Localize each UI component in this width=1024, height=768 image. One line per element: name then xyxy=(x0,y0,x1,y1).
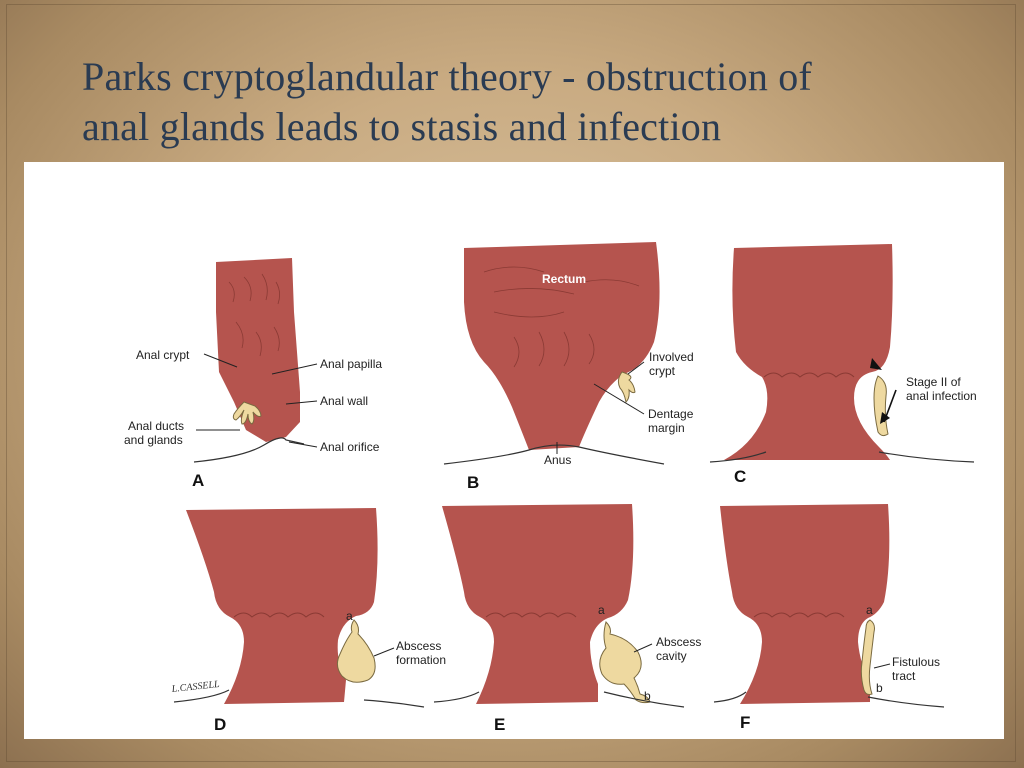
slide-frame xyxy=(6,4,1016,762)
slide-title-line-2: anal glands leads to stasis and infectio… xyxy=(82,104,722,149)
panel-d-label-formation: formation xyxy=(396,653,446,667)
panel-c: Stage II of anal infection C xyxy=(709,244,977,486)
panel-f-letter: F xyxy=(740,713,750,732)
panel-b-label-rectum: Rectum xyxy=(542,272,586,286)
panel-b-letter: B xyxy=(467,473,479,492)
panel-c-label-infection: anal infection xyxy=(906,389,977,403)
panel-b-label-crypt: crypt xyxy=(649,364,676,378)
panel-f-label-tract: tract xyxy=(892,669,916,683)
panel-d-label-abscess: Abscess xyxy=(396,639,441,653)
panel-a-skin-line xyxy=(193,437,305,463)
panel-a: Anal crypt Anal papilla Anal wall Anal d… xyxy=(124,258,382,490)
panel-e-skin-line xyxy=(433,691,685,708)
anal-gland-diagram: Anal crypt Anal papilla Anal wall Anal d… xyxy=(24,162,1004,739)
panel-d-signature: L.CASSELL xyxy=(170,679,220,695)
panel-b-rectum-texture xyxy=(483,266,640,368)
panel-a-label-anal-crypt: Anal crypt xyxy=(136,348,190,362)
panel-e-letter: E xyxy=(494,715,505,734)
panel-c-letter: C xyxy=(734,467,746,486)
panel-a-label-and-glands: and glands xyxy=(124,433,183,447)
panel-a-label-anal-ducts: Anal ducts xyxy=(128,419,184,433)
panel-b-label-anus: Anus xyxy=(544,453,571,467)
panel-d-abscess xyxy=(336,619,376,683)
panel-d-letter: D xyxy=(214,715,226,734)
panel-c-skin-line xyxy=(709,451,975,463)
panel-c-label-stage: Stage II of xyxy=(906,375,961,389)
panel-b-label-dentate: Dentage xyxy=(648,407,694,421)
panel-c-rectum-tissue xyxy=(724,244,893,460)
panel-c-arrow-top-icon xyxy=(870,358,882,370)
panel-a-label-anal-orifice: Anal orifice xyxy=(320,440,380,454)
slide-title-line-1: Parks cryptoglandular theory - obstructi… xyxy=(82,54,812,99)
panel-c-infected-gland xyxy=(873,375,889,437)
panel-b-rectum-tissue xyxy=(464,242,660,450)
panel-f-label-b: b xyxy=(876,681,883,695)
panel-a-anal-wall-tissue xyxy=(216,258,300,442)
panel-f-label-fistulous: Fistulous xyxy=(892,655,940,669)
panel-a-wall-texture xyxy=(228,273,280,357)
panel-a-anal-glands xyxy=(232,401,262,425)
panel-c-arrow-bottom-icon xyxy=(880,412,890,424)
panel-f-skin-line xyxy=(713,691,945,708)
panel-b-label-margin: margin xyxy=(648,421,685,435)
panel-e-label-abscess: Abscess xyxy=(656,635,701,649)
panel-b-involved-crypt-gland xyxy=(617,371,636,404)
panel-f-fistulous-tract xyxy=(860,619,875,695)
panel-e: a b Abscess cavity E xyxy=(433,504,701,734)
panel-e-rectum-tissue xyxy=(442,504,634,704)
panel-d-label-a: a xyxy=(346,609,353,623)
slide-title: Parks cryptoglandular theory - obstructi… xyxy=(82,52,982,152)
panel-e-label-a: a xyxy=(598,603,605,617)
panel-f: a b Fistulous tract F xyxy=(713,504,945,732)
panel-b: Rectum Involved crypt Dentage margin Anu… xyxy=(443,242,694,492)
panel-e-label-cavity: cavity xyxy=(656,649,687,663)
panel-e-label-b: b xyxy=(644,689,651,703)
panel-b-label-involved: Involved xyxy=(649,350,694,364)
panel-a-label-anal-wall: Anal wall xyxy=(320,394,368,408)
panel-b-skin-line xyxy=(443,444,665,465)
panel-c-crypt-line xyxy=(763,372,855,378)
panel-a-label-anal-papilla: Anal papilla xyxy=(320,357,382,371)
panel-d-skin-line xyxy=(173,689,425,708)
diagram-svg: Anal crypt Anal papilla Anal wall Anal d… xyxy=(124,242,977,734)
panel-a-letter: A xyxy=(192,471,204,490)
panel-e-abscess-cavity xyxy=(599,621,651,704)
panel-f-label-a: a xyxy=(866,603,873,617)
panel-d-rectum-tissue xyxy=(186,508,378,704)
panel-f-rectum-tissue xyxy=(720,504,890,704)
panel-d: a Abscess formation L.CASSELL D xyxy=(170,508,446,734)
